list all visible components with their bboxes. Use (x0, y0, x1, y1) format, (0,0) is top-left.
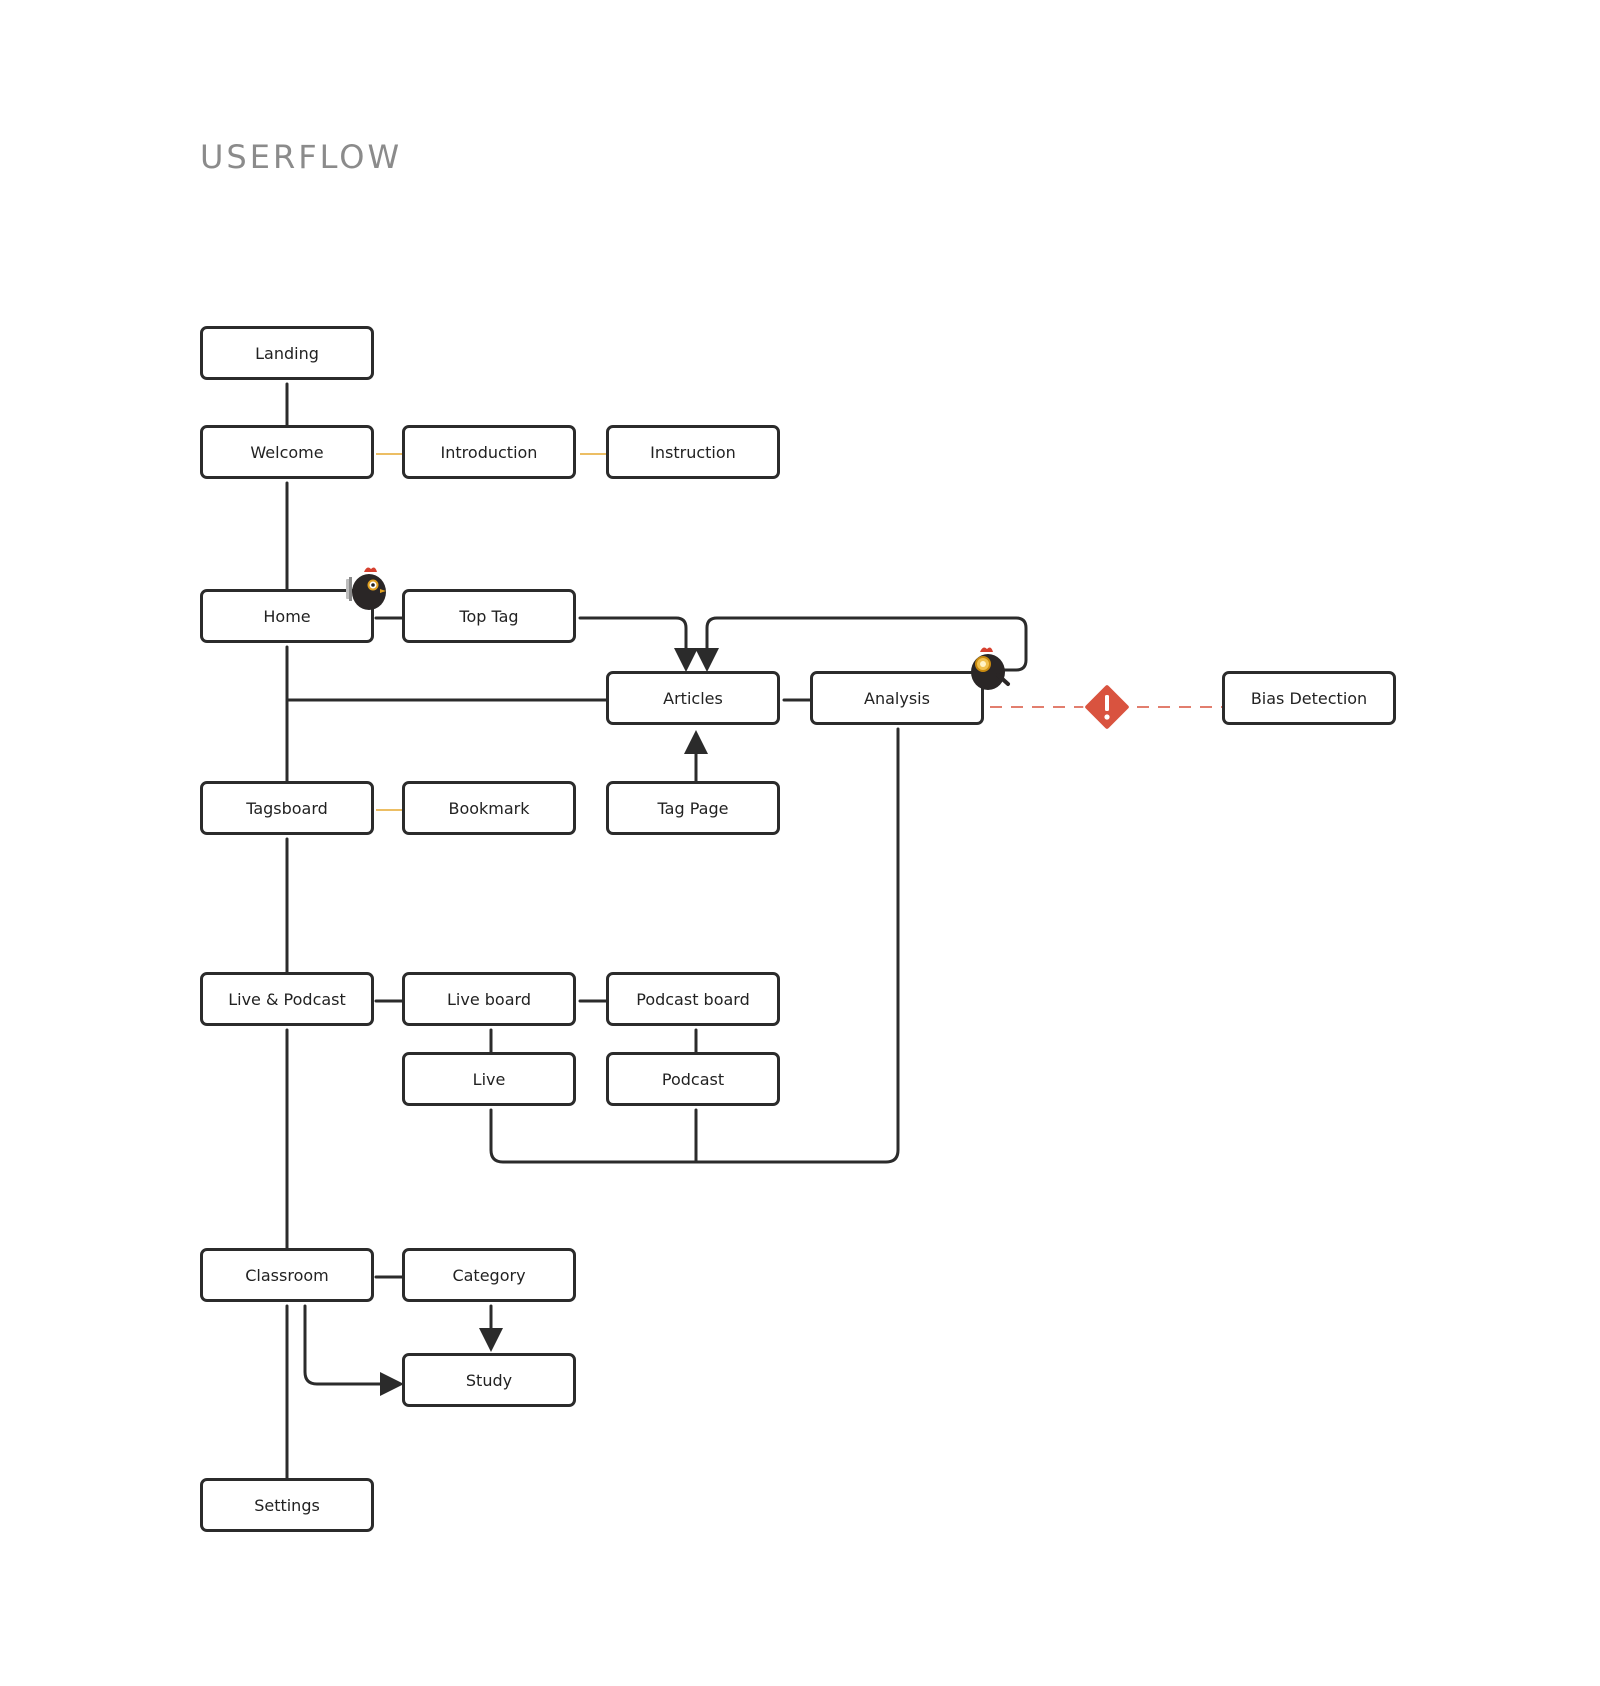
node-live[interactable]: Live (402, 1052, 576, 1106)
warning-diamond-icon (1083, 683, 1131, 731)
page-title: USERFLOW (200, 138, 403, 176)
node-articles[interactable]: Articles (606, 671, 780, 725)
node-classroom[interactable]: Classroom (200, 1248, 374, 1302)
node-instruction[interactable]: Instruction (606, 425, 780, 479)
node-tag-page[interactable]: Tag Page (606, 781, 780, 835)
node-tagsboard[interactable]: Tagsboard (200, 781, 374, 835)
connector-classroom-study (303, 1304, 404, 1396)
node-settings[interactable]: Settings (200, 1478, 374, 1532)
node-welcome[interactable]: Welcome (200, 425, 374, 479)
node-landing[interactable]: Landing (200, 326, 374, 380)
node-study[interactable]: Study (402, 1353, 576, 1407)
node-home[interactable]: Home (200, 589, 374, 643)
node-introduction[interactable]: Introduction (402, 425, 576, 479)
node-live-podcast[interactable]: Live & Podcast (200, 972, 374, 1026)
rooster-magnifier-icon (971, 647, 1010, 690)
connector-analysis-articles (695, 616, 1028, 672)
node-analysis[interactable]: Analysis (810, 671, 984, 725)
node-live-board[interactable]: Live board (402, 972, 576, 1026)
rooster-reading-icon (346, 567, 386, 610)
node-bias-detection[interactable]: Bias Detection (1222, 671, 1396, 725)
node-category[interactable]: Category (402, 1248, 576, 1302)
node-top-tag[interactable]: Top Tag (402, 589, 576, 643)
connector-toptag-articles (578, 616, 698, 672)
node-podcast-board[interactable]: Podcast board (606, 972, 780, 1026)
node-bookmark[interactable]: Bookmark (402, 781, 576, 835)
node-podcast[interactable]: Podcast (606, 1052, 780, 1106)
